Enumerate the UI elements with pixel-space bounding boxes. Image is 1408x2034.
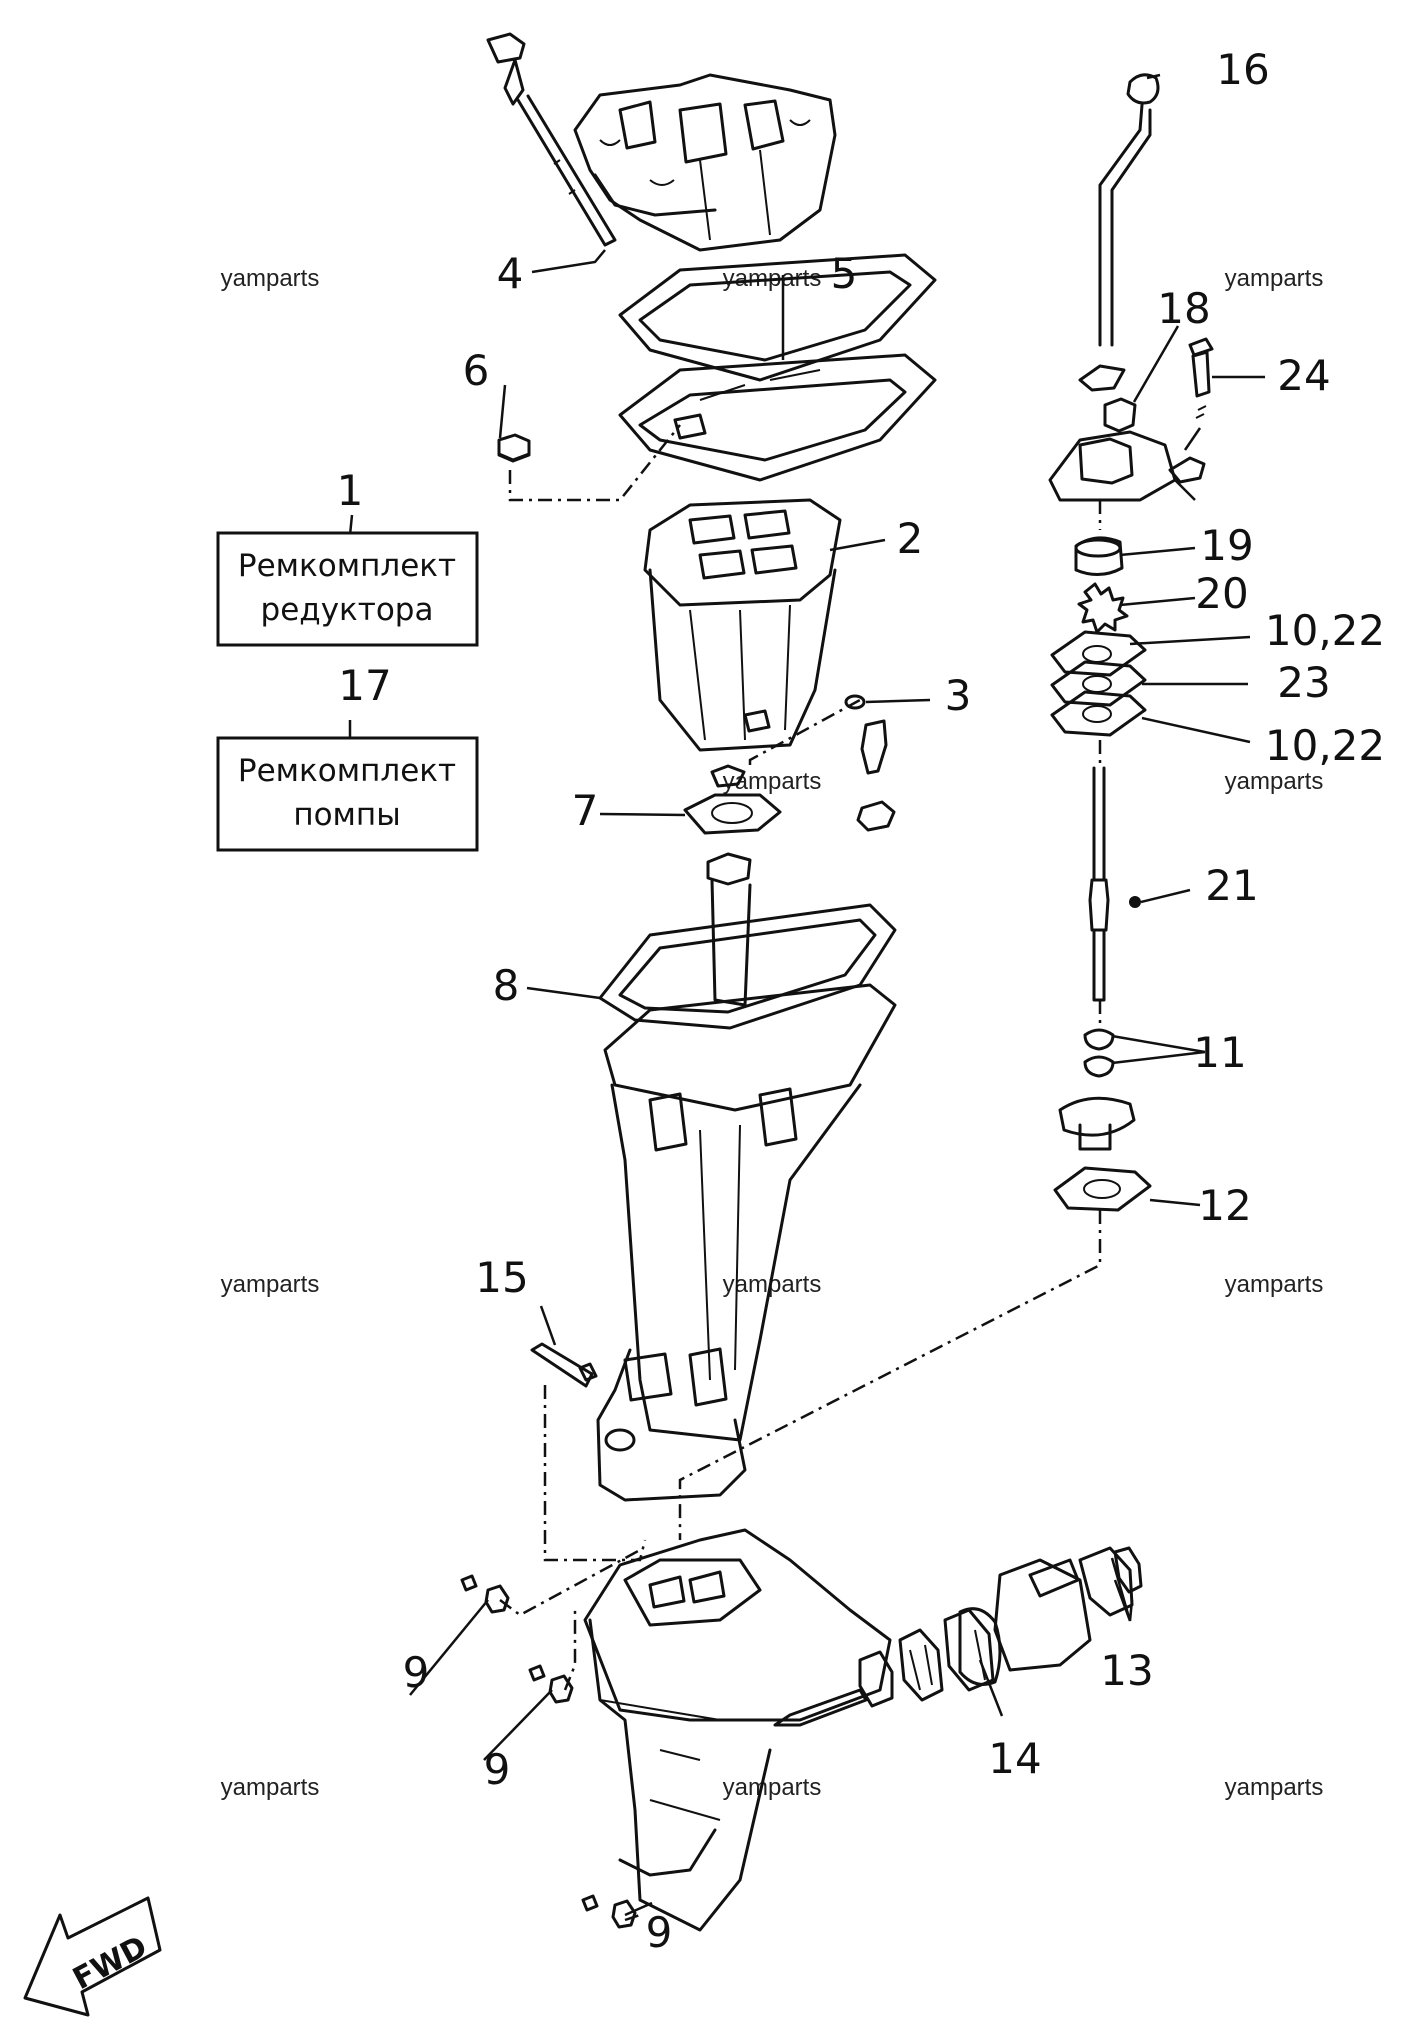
watermarks: yamparts yamparts yamparts yamparts yamp… bbox=[221, 265, 1324, 1801]
propeller-shaft-part bbox=[773, 1546, 1143, 1727]
drive-shaft-seal-part bbox=[683, 764, 782, 835]
callout-16: 16 bbox=[1216, 45, 1269, 94]
gearbox-kit-box: Ремкомплект редуктора bbox=[216, 531, 479, 647]
watermark: yamparts bbox=[221, 1774, 320, 1801]
callout-1: 1 bbox=[337, 466, 364, 515]
lower-unit-part bbox=[583, 1528, 892, 1932]
watermark: yamparts bbox=[1225, 1774, 1324, 1801]
callout-14: 14 bbox=[988, 1734, 1041, 1783]
leader-lines bbox=[348, 73, 1265, 1917]
callout-9c: 9 bbox=[646, 1908, 673, 1957]
callout-21: 21 bbox=[1205, 861, 1258, 910]
callout-10-22-bottom: 10,22 bbox=[1265, 721, 1385, 770]
powerhead-part bbox=[573, 73, 837, 252]
watermark: yamparts bbox=[1225, 768, 1324, 795]
callout-9b: 9 bbox=[484, 1745, 511, 1794]
watermark: yamparts bbox=[1225, 1271, 1324, 1298]
callout-12: 12 bbox=[1198, 1181, 1251, 1230]
callout-17: 17 bbox=[338, 661, 391, 710]
callout-5: 5 bbox=[831, 249, 858, 298]
nut-part bbox=[497, 433, 531, 463]
lower-casing-gasket-part bbox=[598, 852, 897, 1030]
watermark: yamparts bbox=[1225, 265, 1324, 292]
callout-18: 18 bbox=[1157, 284, 1210, 333]
upper-casing-part bbox=[643, 498, 842, 752]
callout-24: 24 bbox=[1277, 351, 1330, 400]
assembly-lines bbox=[499, 424, 1102, 1922]
upper-casing-gasket-part bbox=[618, 253, 937, 482]
pump-kit-line1: Ремкомплект bbox=[238, 753, 456, 789]
drive-shaft-housing-part bbox=[596, 983, 897, 1502]
callout-7: 7 bbox=[572, 786, 599, 835]
callout-6: 6 bbox=[463, 346, 490, 395]
pump-kit-line2: помпы bbox=[293, 797, 400, 833]
fwd-label: FWD bbox=[67, 1929, 153, 1997]
gearbox-kit-line1: Ремкомплект bbox=[238, 548, 456, 584]
callout-11: 11 bbox=[1193, 1028, 1246, 1077]
callout-numbers: 1 2 3 4 5 6 7 8 9 9 9 10,22 10,22 11 12 … bbox=[337, 45, 1385, 1957]
callout-15: 15 bbox=[475, 1253, 528, 1302]
callout-8: 8 bbox=[493, 961, 520, 1010]
watermark: yamparts bbox=[723, 1774, 822, 1801]
watermark: yamparts bbox=[221, 1271, 320, 1298]
callout-10-22-top: 10,22 bbox=[1265, 606, 1385, 655]
callout-20: 20 bbox=[1195, 569, 1248, 618]
watermark: yamparts bbox=[221, 265, 320, 292]
pump-kit-box: Ремкомплект помпы bbox=[216, 736, 479, 852]
callout-13: 13 bbox=[1100, 1646, 1153, 1695]
dipstick-part bbox=[486, 32, 617, 247]
callout-2: 2 bbox=[897, 514, 924, 563]
callout-19: 19 bbox=[1200, 521, 1253, 570]
callout-3: 3 bbox=[945, 671, 972, 720]
callout-23: 23 bbox=[1277, 658, 1330, 707]
bolt-part bbox=[530, 1342, 598, 1388]
callout-9a: 9 bbox=[403, 1648, 430, 1697]
watermark: yamparts bbox=[723, 768, 822, 795]
water-tube-part bbox=[844, 694, 896, 832]
callout-4: 4 bbox=[497, 249, 524, 298]
fwd-arrow: FWD bbox=[23, 1896, 162, 2017]
gearbox-kit-line2: редуктора bbox=[261, 592, 434, 628]
